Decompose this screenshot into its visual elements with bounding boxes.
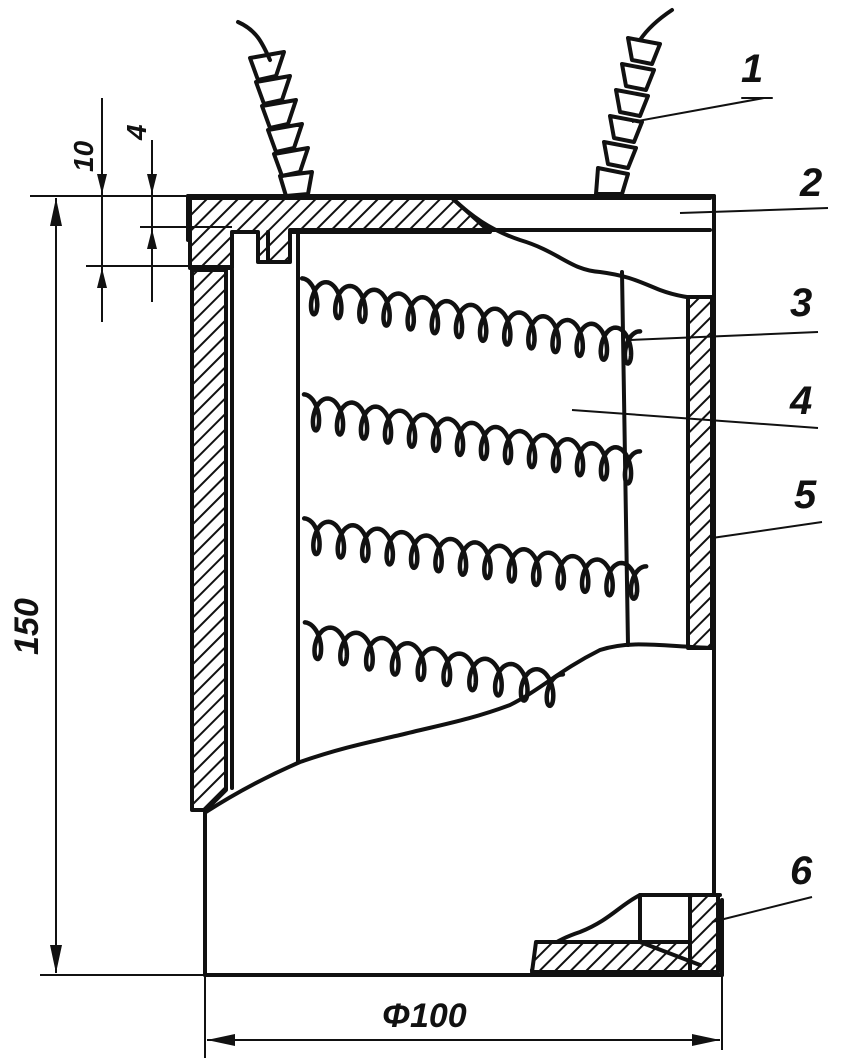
break-line-bottom bbox=[204, 642, 714, 814]
callout-5: 5 bbox=[794, 473, 817, 517]
lid-dimensions bbox=[86, 98, 232, 322]
lead-wire-left bbox=[236, 20, 314, 198]
callout-4: 4 bbox=[789, 379, 812, 423]
diameter-label: Φ100 bbox=[382, 997, 467, 1035]
lid-section bbox=[188, 196, 712, 270]
callout-2: 2 bbox=[799, 161, 822, 205]
callout-3: 3 bbox=[790, 281, 812, 325]
spiral-row-4 bbox=[302, 620, 566, 709]
callout-1: 1 bbox=[741, 47, 763, 91]
spiral-row-3 bbox=[301, 516, 649, 602]
spiral-row-1 bbox=[299, 276, 643, 366]
outer-wall-left bbox=[190, 268, 228, 812]
callout-leaders bbox=[571, 97, 829, 923]
lead-wire-right bbox=[594, 8, 674, 196]
break-line-top bbox=[450, 196, 714, 302]
diameter-dimension bbox=[204, 975, 723, 1058]
callout-6: 6 bbox=[790, 849, 813, 893]
height-dimension bbox=[30, 195, 205, 976]
heating-spiral bbox=[299, 276, 649, 709]
height-label: 150 bbox=[8, 598, 46, 655]
groove-depth-label: 4 bbox=[121, 124, 152, 141]
outer-wall-right bbox=[686, 295, 714, 650]
inner-core-lines bbox=[230, 230, 630, 790]
base-ring bbox=[530, 893, 722, 974]
lid-thickness-label: 10 bbox=[68, 140, 99, 172]
outer-body-outline bbox=[186, 194, 724, 977]
spiral-row-2 bbox=[301, 392, 643, 486]
